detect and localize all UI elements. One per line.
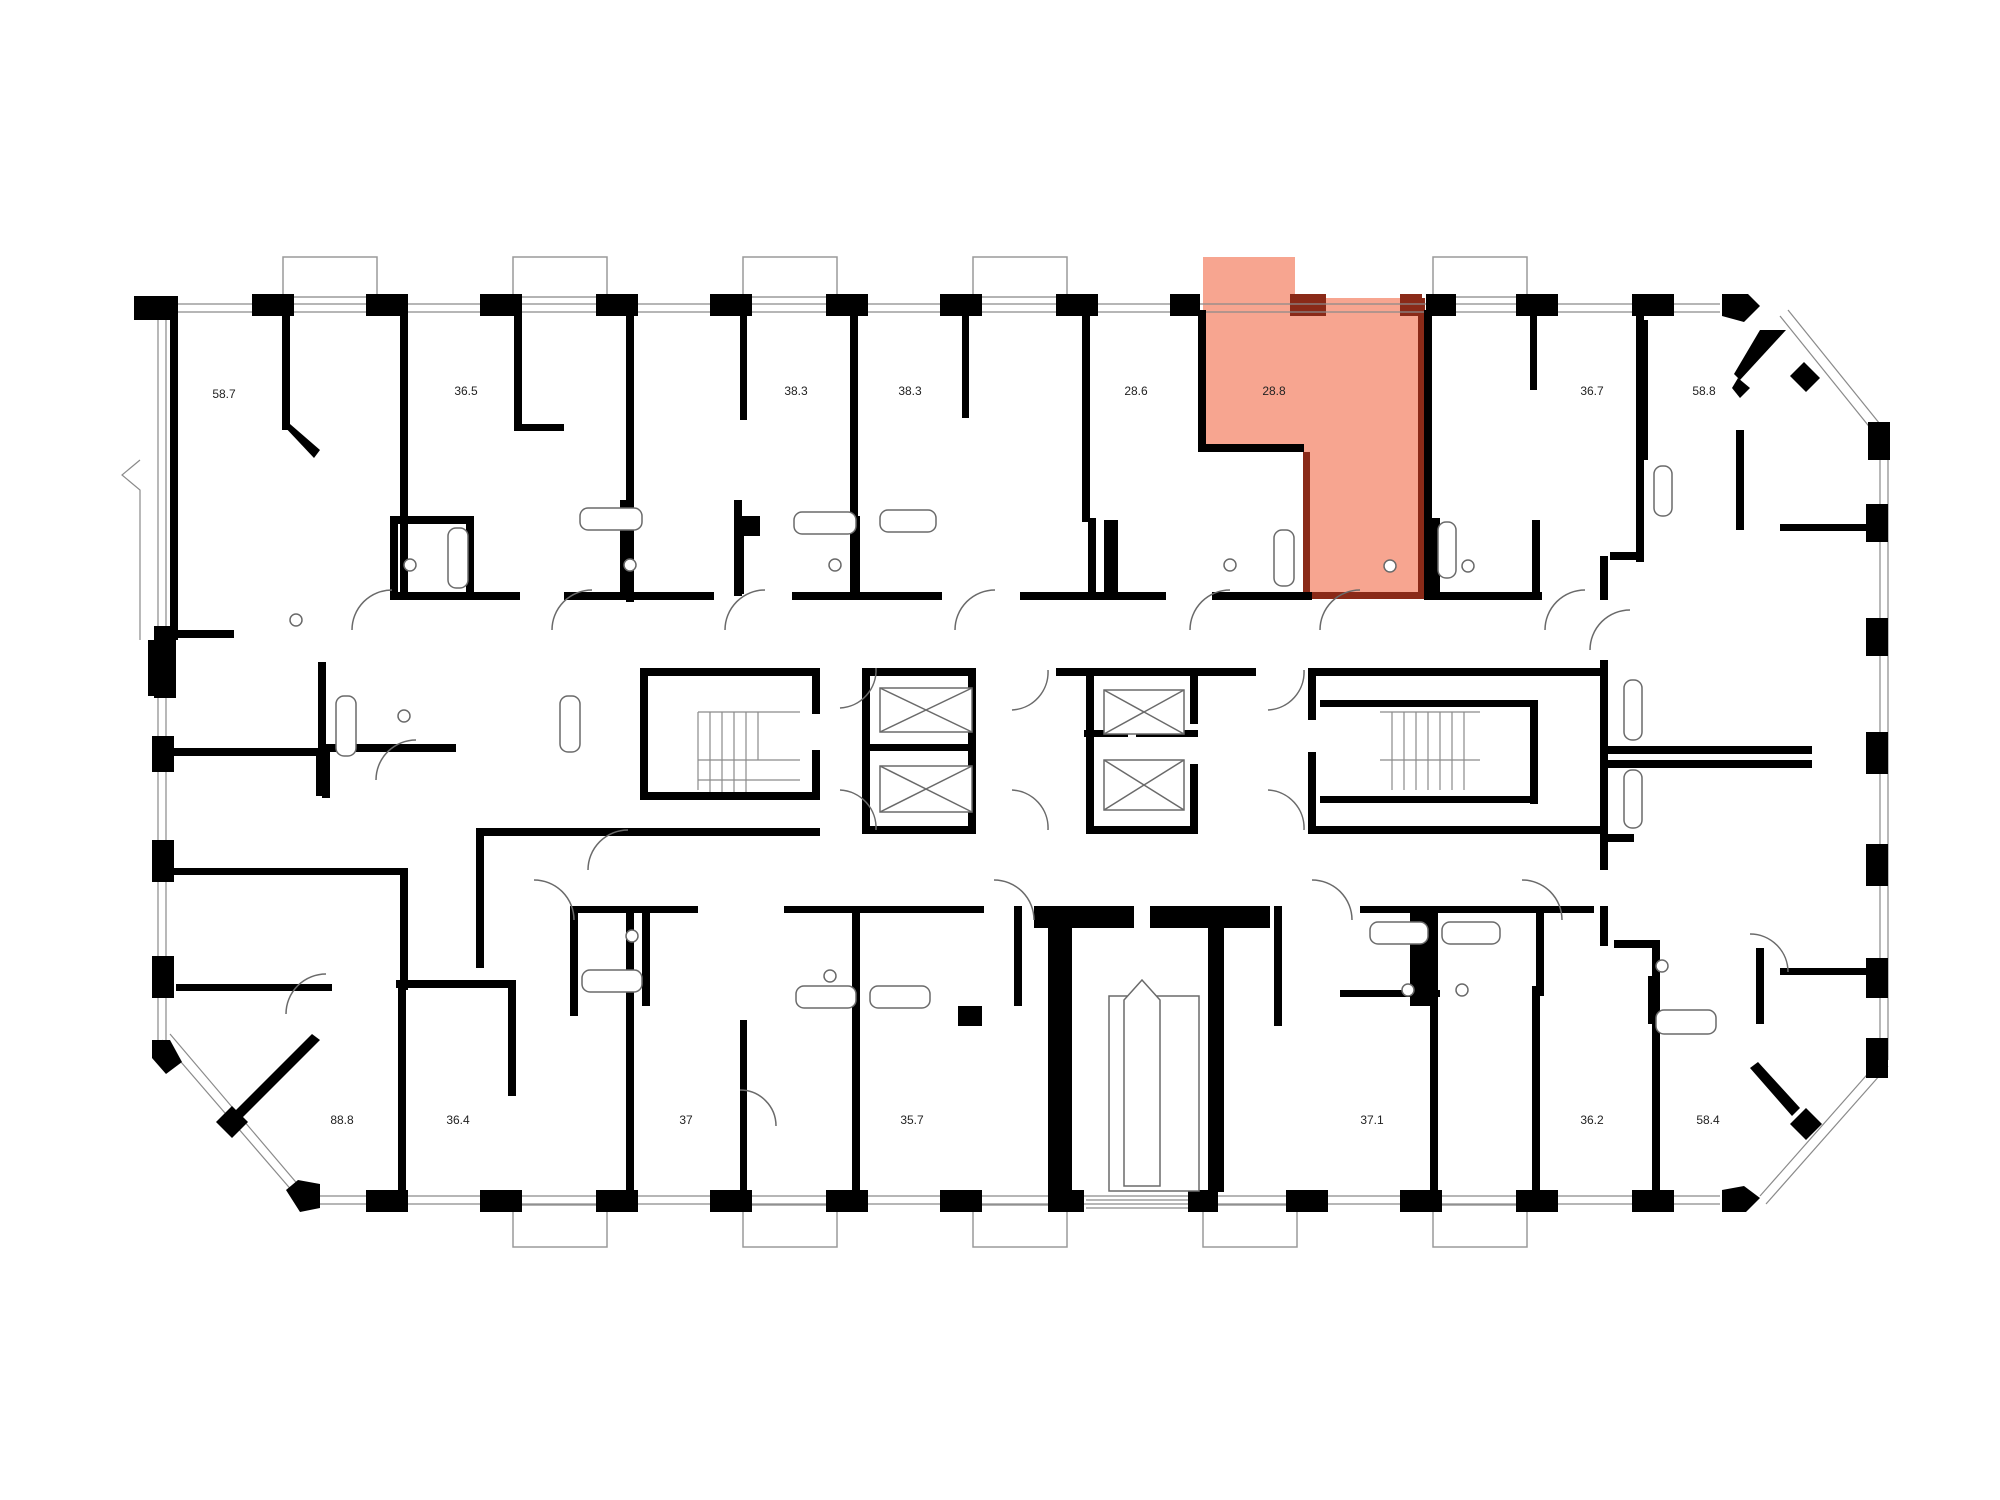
area-label: 36.2 [1580, 1113, 1604, 1127]
stair-left [697, 711, 800, 792]
area-labels-bottom: 88.8 36.4 37 35.7 37.1 36.2 58.4 [330, 1113, 1720, 1127]
area-label-selected: 28.8 [1262, 384, 1286, 398]
area-labels-top: 58.7 36.5 38.3 38.3 28.6 28.8 36.7 58.8 [212, 384, 1716, 401]
balconies-bottom [512, 1204, 1528, 1248]
area-label: 28.6 [1124, 384, 1148, 398]
area-label: 35.7 [900, 1113, 924, 1127]
interior-walls-top [148, 310, 1870, 696]
area-label: 36.5 [454, 384, 478, 398]
area-label: 58.4 [1696, 1113, 1720, 1127]
balconies-top [282, 256, 1528, 298]
area-label: 37.1 [1360, 1113, 1384, 1127]
area-label: 58.7 [212, 387, 236, 401]
area-label: 58.8 [1692, 384, 1716, 398]
selected-apartment-highlight[interactable] [1203, 257, 1425, 599]
area-label: 36.4 [446, 1113, 470, 1127]
sanitary-fixtures [289, 465, 1717, 1035]
area-label: 37 [679, 1113, 693, 1127]
area-label: 38.3 [898, 384, 922, 398]
area-label: 88.8 [330, 1113, 354, 1127]
pillars-top [134, 294, 1890, 460]
stairwell [1056, 916, 1224, 1192]
area-label: 36.7 [1580, 384, 1604, 398]
door-swings [285, 589, 1789, 1127]
elevators [697, 687, 1480, 813]
core-walls [164, 660, 1812, 928]
area-label: 38.3 [784, 384, 808, 398]
stair-right [1380, 711, 1480, 790]
